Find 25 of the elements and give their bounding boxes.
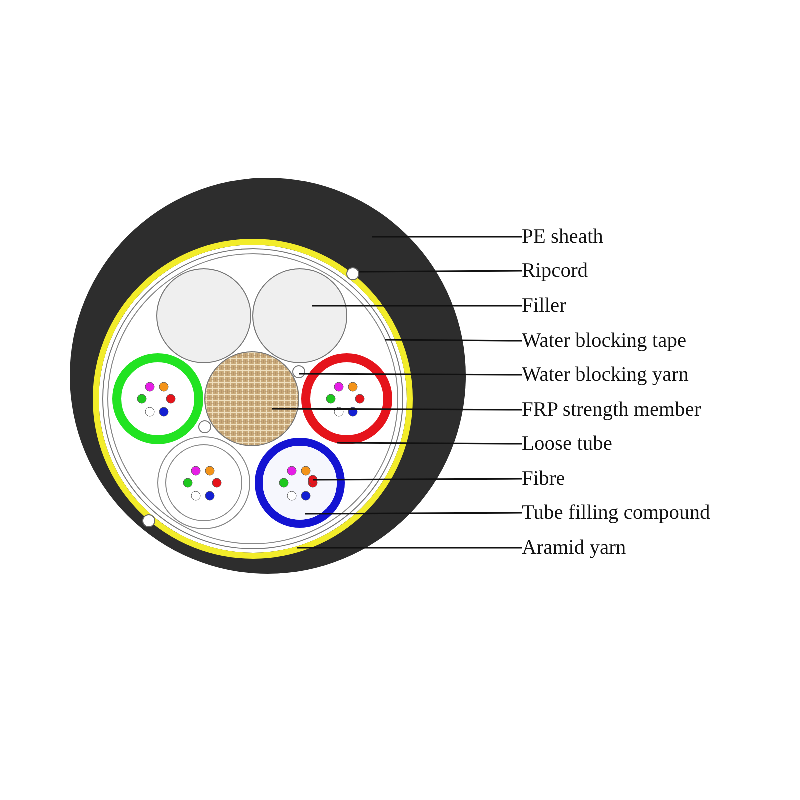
part-label: Tube filling compound [522,501,710,525]
fibre-dot [308,475,318,485]
leader-line [372,236,522,238]
part-label: Filler [522,294,566,318]
leader-line [359,270,522,273]
tube-filling [263,446,337,520]
leader-line [313,478,522,481]
part-label: Ripcord [522,259,588,283]
part-label: Loose tube [522,432,613,456]
part-label: Water blocking yarn [522,363,689,387]
part-label: Fibre [522,467,566,491]
filler-circle [156,268,252,364]
leader-line [299,373,522,376]
filler-circle [252,268,348,364]
leader-line [305,512,522,515]
leader-line [312,305,522,307]
part-label: PE sheath [522,225,604,249]
leader-line [297,547,522,549]
cable-sheath [70,178,466,574]
part-label: Aramid yarn [522,536,626,560]
part-label: FRP strength member [522,398,702,422]
leader-line [337,442,522,445]
strength-member [204,352,300,446]
leader-line [385,339,522,342]
part-label: Water blocking tape [522,329,687,353]
